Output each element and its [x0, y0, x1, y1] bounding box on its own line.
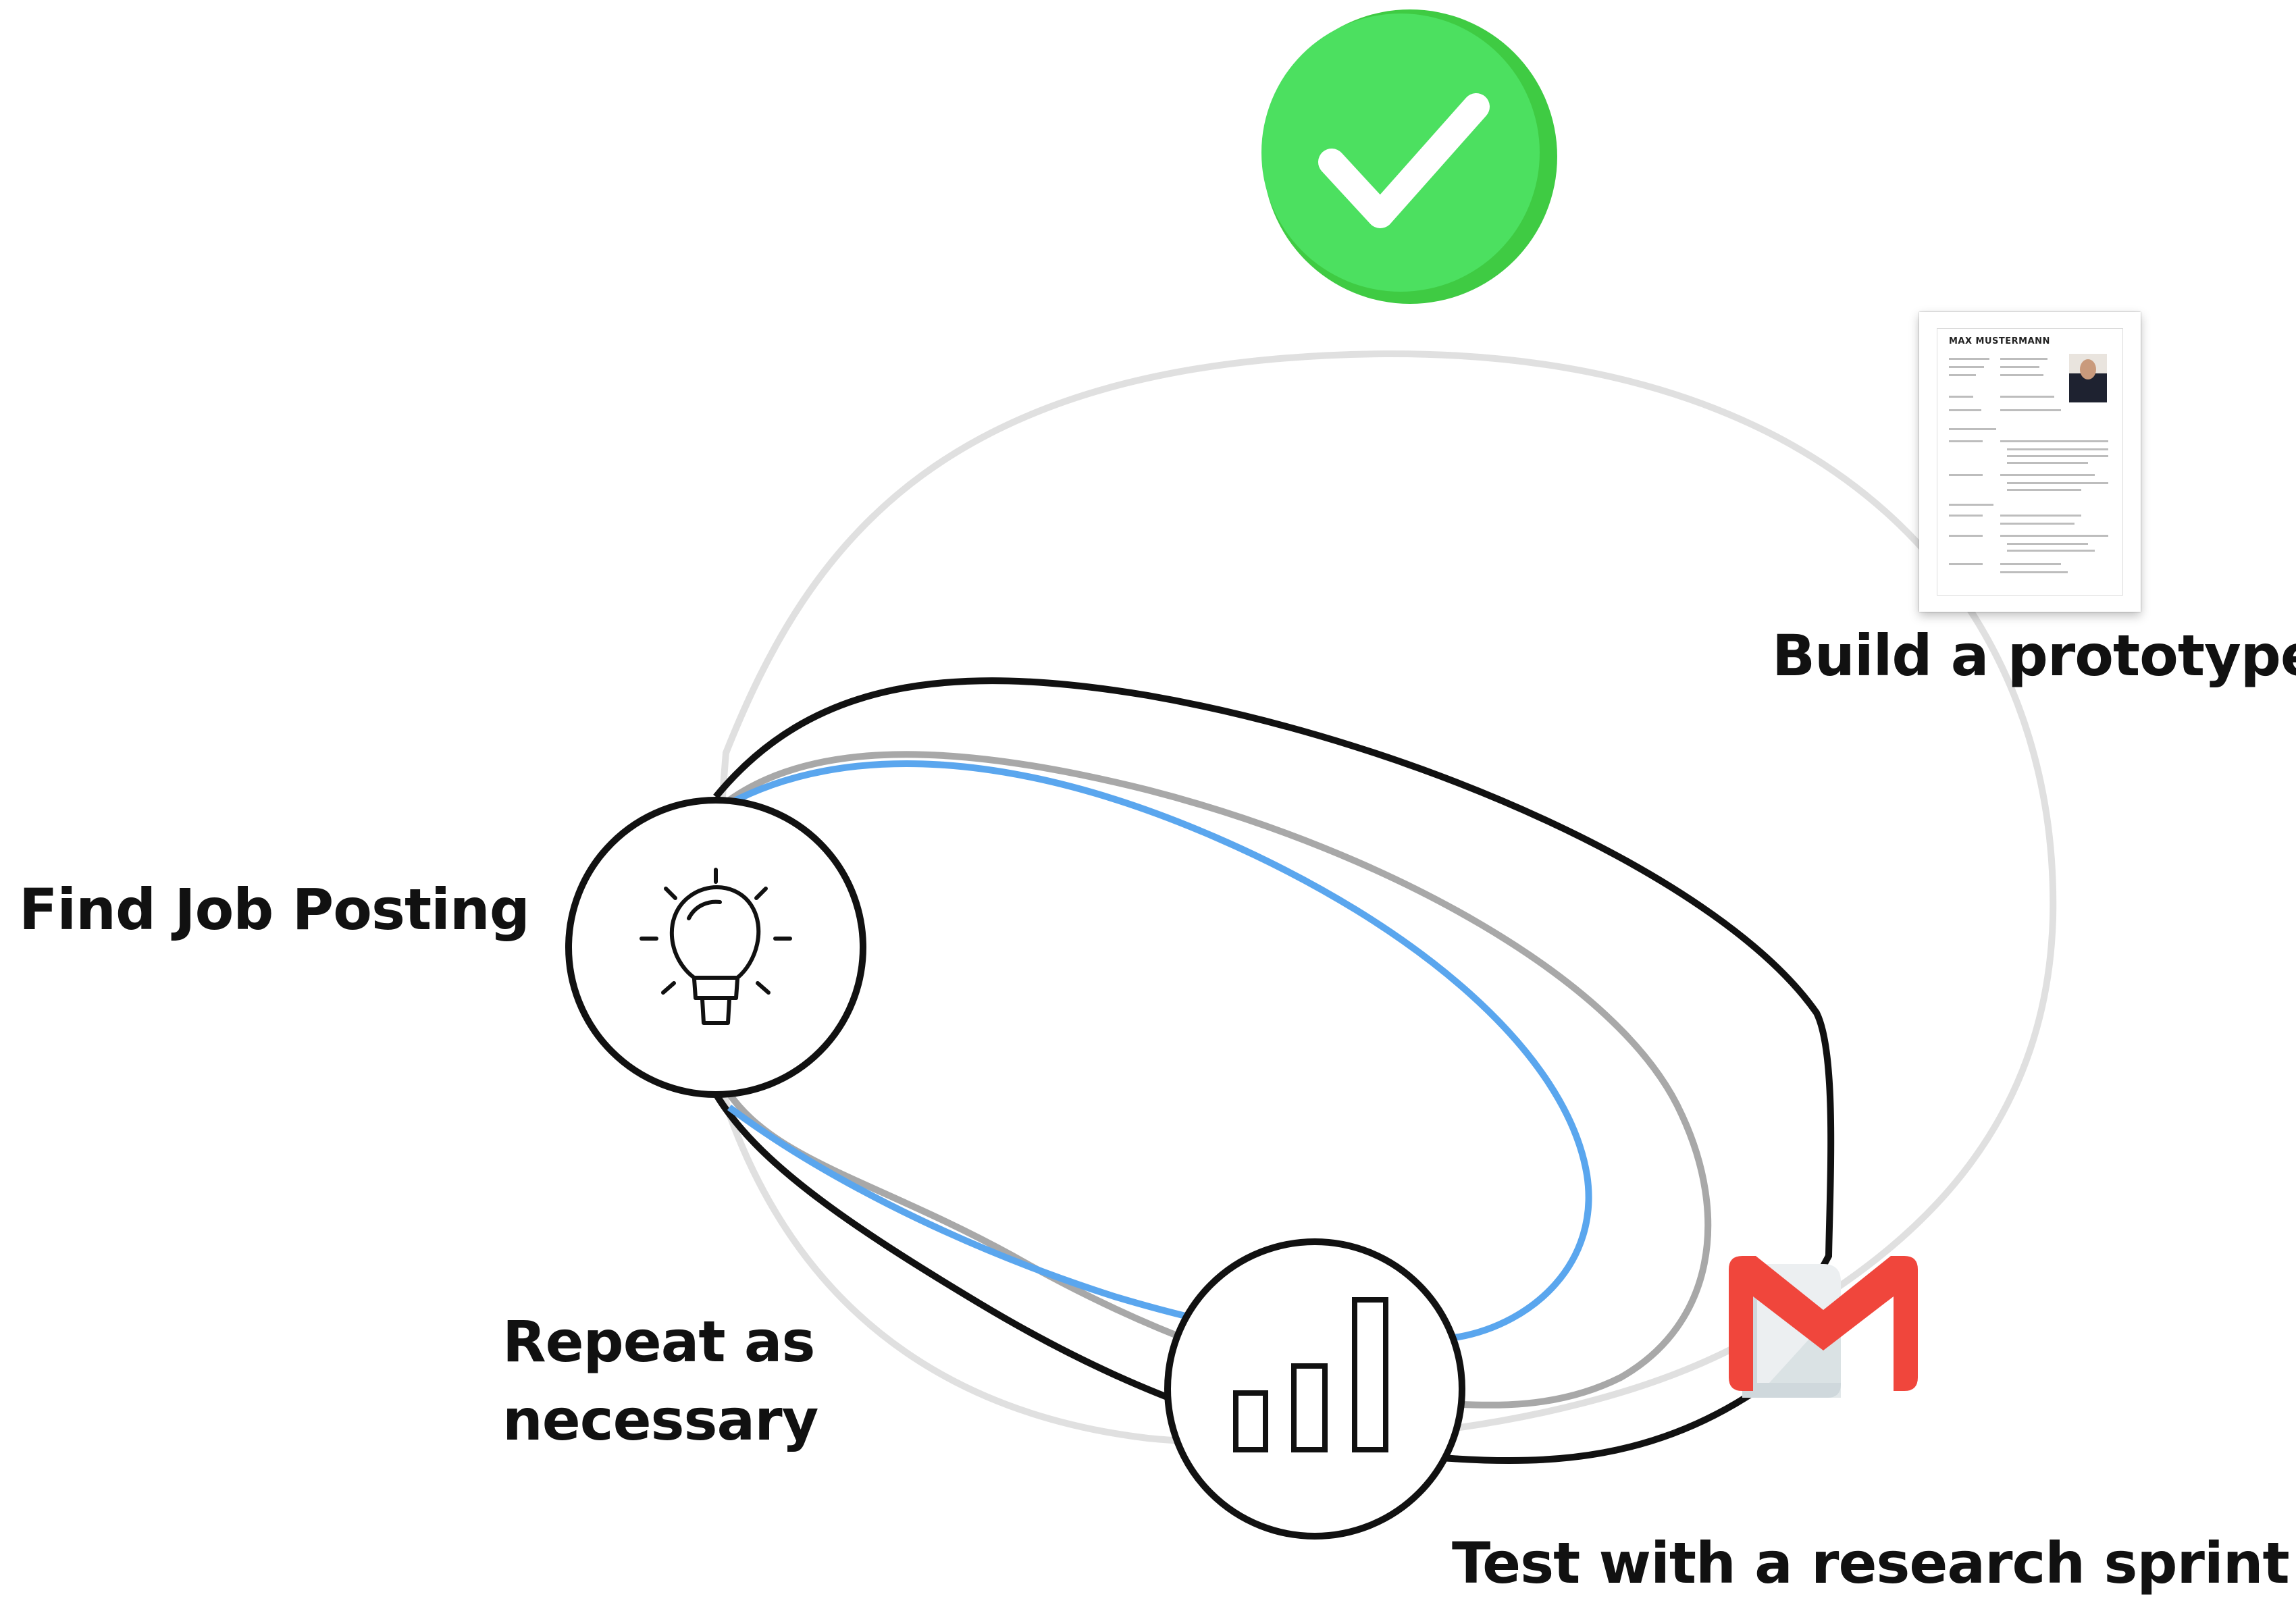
gmail-icon — [1729, 1256, 1918, 1398]
resume-text-line — [2000, 515, 2081, 517]
resume-text-line — [1949, 409, 1981, 411]
resume-text-line — [2000, 374, 2043, 376]
lightbulb-icon — [640, 868, 792, 1025]
resume-text-line — [2000, 440, 2108, 442]
bar-chart-icon — [1233, 1297, 1388, 1452]
resume-text-line — [2000, 409, 2061, 411]
resume-photo — [2069, 354, 2107, 402]
repeat-label: Repeat as necessary — [502, 1309, 818, 1453]
resume-text-line — [2000, 535, 2108, 537]
test-research-sprint-node — [1164, 1238, 1465, 1540]
resume-text-line — [1949, 366, 1984, 368]
resume-text-line — [2007, 489, 2081, 491]
resume-text-line — [2007, 482, 2108, 484]
resume-text-line — [1949, 563, 1983, 565]
resume-name: MAX MUSTERMANN — [1949, 336, 2050, 346]
find-job-posting-label: Find Job Posting — [19, 876, 530, 943]
resume-text-line — [1949, 440, 1983, 442]
resume-text-line — [1949, 504, 1993, 506]
resume-text-line — [2007, 543, 2088, 545]
outer-loop — [711, 350, 2057, 1446]
resume-text-line — [1949, 396, 1973, 398]
resume-text-line — [2007, 455, 2108, 457]
loop-black — [712, 677, 1835, 1465]
checkmark-circle-icon — [1261, 9, 1557, 304]
resume-text-line — [1949, 428, 1996, 430]
resume-text-line — [2000, 396, 2054, 398]
resume-text-line — [2007, 448, 2108, 450]
resume-text-line — [2000, 571, 2068, 573]
resume-text-line — [2007, 462, 2088, 464]
resume-text-line — [1949, 358, 1989, 360]
resume-text-line — [2000, 366, 2039, 368]
resume-text-line — [1949, 515, 1983, 517]
resume-text-line — [1949, 374, 1976, 376]
resume-text-line — [2007, 550, 2095, 552]
build-prototype-label: Build a prototype — [1772, 623, 2296, 689]
find-job-posting-node — [565, 797, 866, 1098]
test-research-sprint-label: Test with a research sprint — [1452, 1530, 2290, 1596]
resume-page — [1937, 328, 2123, 596]
resume-text-line — [2000, 474, 2095, 476]
loop-blue — [727, 760, 1592, 1346]
resume-text-line — [2000, 358, 2047, 360]
resume-text-line — [2000, 563, 2061, 565]
resume-text-line — [2000, 523, 2075, 525]
resume-text-line — [1949, 474, 1983, 476]
resume-text-line — [1949, 535, 1983, 537]
resume-document-icon: MAX MUSTERMANN — [1919, 312, 2141, 612]
